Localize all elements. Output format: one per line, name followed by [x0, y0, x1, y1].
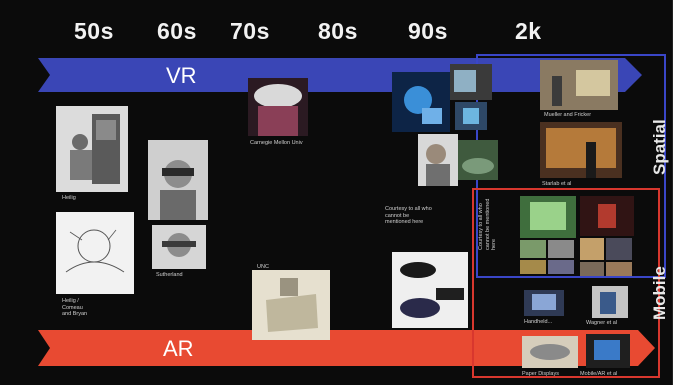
starlab-image [540, 122, 622, 178]
spatial-label: Spatial [650, 119, 669, 175]
decade-50s: 50s [74, 18, 114, 44]
caption-starlab: Starlab et al [542, 181, 572, 187]
unc-image [252, 270, 330, 340]
caption-heilig: Heilig [62, 195, 76, 201]
carnegie-mellon-image [248, 78, 308, 136]
caption-courtesy-rotated: Courtesy to all who cannot be mentioned … [478, 198, 497, 250]
ar-thumb-8 [606, 262, 632, 276]
mueller-fricker-image [540, 60, 618, 110]
vr-cave-image [455, 102, 487, 130]
vr-room-image [450, 64, 492, 100]
ar-red-photo [580, 196, 634, 236]
ar-thumb-7 [580, 262, 604, 276]
caption-carnegie-mellon: Carnegie Mellon Univ [250, 140, 303, 146]
slide-background: 50s 60s 70s 80s 90s 2k VR AR Spatial Mob… [0, 0, 673, 385]
handheld-photo [524, 290, 564, 316]
caption-mueller: Mueller and Fricker [544, 112, 592, 118]
starlab-photo [540, 122, 622, 178]
sensorama-image [56, 106, 128, 192]
caption-handheld: Handheld... [524, 319, 553, 325]
ar-goggles-image [392, 252, 468, 328]
decade-2k: 2k [515, 18, 542, 44]
mueller-fricker-photo [540, 60, 618, 110]
vr-cave-photo [455, 102, 487, 130]
caption-heilig-patent: Heilig / Comeau and Bryan [62, 298, 88, 317]
ar-thumb-5 [580, 238, 604, 260]
ar-thumb-3 [520, 260, 546, 274]
ar-red-image [580, 196, 634, 236]
paper-display-photo [522, 336, 578, 368]
decade-80s: 80s [318, 18, 358, 44]
vr-table-photo [458, 140, 498, 180]
hmd-user-image [418, 134, 458, 186]
heilig-patent-drawing [56, 212, 134, 294]
ar-arrow [38, 330, 655, 366]
vr-label: VR [166, 63, 197, 88]
caption-sutherland: Sutherland [156, 272, 183, 278]
hmd-person-image [148, 140, 208, 220]
mobile-ar-image [586, 334, 630, 368]
caption-courtesy-left: Courtesy to all who cannot be mentioned … [385, 206, 432, 225]
caption-mobile-ar: Mobile/AR et al [580, 371, 618, 377]
handheld-image [524, 290, 564, 316]
vr-room-photo [450, 64, 492, 100]
vr-scene-image [392, 72, 450, 132]
vr-table-image [458, 140, 498, 180]
ar-green-photo [520, 196, 576, 238]
sutherland-image [152, 225, 206, 269]
unc-photo [252, 270, 330, 340]
mobile-ar-photo [586, 334, 630, 368]
hmd-user-photo [418, 134, 458, 186]
ar-label: AR [163, 336, 194, 361]
caption-wagner: Wagner et al [586, 320, 617, 326]
wagner-image [592, 286, 628, 318]
caption-paper-display: Paper Displays [522, 371, 559, 377]
paper-display-image [522, 336, 578, 368]
mobile-label: Mobile [650, 266, 669, 320]
ar-thumb-4 [548, 260, 574, 274]
decade-70s: 70s [230, 18, 270, 44]
decade-90s: 90s [408, 18, 448, 44]
ar-thumb-6 [606, 238, 632, 260]
sutherland-photo [152, 225, 206, 269]
carnegie-mellon-photo [248, 78, 308, 136]
decade-60s: 60s [157, 18, 197, 44]
ar-green-image [520, 196, 576, 238]
ar-thumb-2 [548, 240, 574, 258]
mobile-box [472, 188, 660, 378]
ar-goggles-photo [392, 252, 468, 328]
heilig-sensorama-photo [56, 106, 128, 192]
vr-scene-photo [392, 72, 450, 132]
ar-thumb-1 [520, 240, 546, 258]
caption-unc: UNC [257, 264, 269, 270]
patent-drawing-image [56, 212, 134, 294]
wagner-photo [592, 286, 628, 318]
hmd-person-photo [148, 140, 208, 220]
